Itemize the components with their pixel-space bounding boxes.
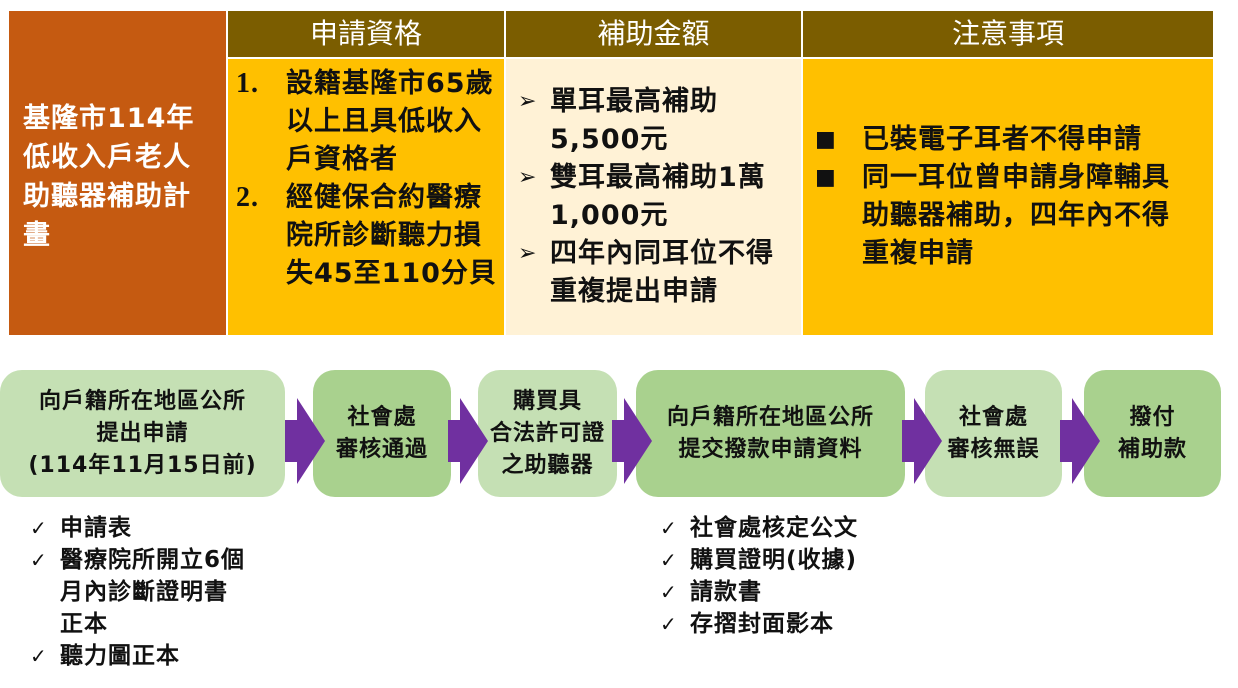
checklist-item: ✓ 社會處核定公文 bbox=[660, 512, 920, 544]
item-number: 1. bbox=[236, 68, 259, 99]
flow-arrow-icon bbox=[612, 398, 652, 484]
step-line: 補助款 bbox=[1117, 436, 1187, 462]
checklist-text: 社會處核定公文 bbox=[690, 515, 858, 541]
amount-text: 單耳最高補助5,500元 bbox=[550, 86, 718, 155]
checklist-item: ✓ 申請表 bbox=[30, 512, 290, 544]
qualification-item: 2. 經健保合約醫療院所診斷聽力損失45至110分貝 bbox=[236, 179, 500, 293]
square-bullet-icon: ■ bbox=[815, 127, 837, 152]
flow-arrow-icon bbox=[902, 398, 942, 484]
checkmark-icon: ✓ bbox=[30, 516, 48, 540]
header-qualifications: 申請資格 bbox=[228, 11, 504, 57]
note-item: ■ 已裝電子耳者不得申請 bbox=[815, 121, 1193, 159]
step-line: 向戶籍所在地區公所 bbox=[38, 388, 246, 414]
note-text: 同一耳位曾申請身障輔具助聽器補助，四年內不得重複申請 bbox=[862, 162, 1170, 269]
checklist-text: 請款書 bbox=[690, 579, 762, 605]
step-line: 購買具 bbox=[512, 388, 582, 414]
checkmark-icon: ✓ bbox=[660, 580, 678, 604]
checkmark-icon: ✓ bbox=[30, 548, 48, 572]
checklist-item: ✓ 存摺封面影本 bbox=[660, 608, 920, 640]
square-bullet-icon: ■ bbox=[815, 165, 837, 190]
step-line: 之助聽器 bbox=[501, 452, 594, 478]
amount-text: 雙耳最高補助1萬1,000元 bbox=[550, 162, 766, 231]
notes-list: ■ 已裝電子耳者不得申請 ■ 同一耳位曾申請身障輔具助聽器補助，四年內不得重複申… bbox=[815, 121, 1193, 273]
checkmark-icon: ✓ bbox=[30, 644, 48, 668]
flow-arrow-icon bbox=[285, 398, 325, 484]
item-number: 2. bbox=[236, 182, 259, 213]
checklist-item: ✓ 請款書 bbox=[660, 576, 920, 608]
flow-arrow-icon bbox=[448, 398, 488, 484]
step-submit-application: 向戶籍所在地區公所 提出申請 (114年11月15日前) bbox=[0, 370, 285, 497]
note-text: 已裝電子耳者不得申請 bbox=[862, 124, 1142, 155]
step-line: 合法許可證 bbox=[489, 420, 605, 446]
step-line: 審核通過 bbox=[335, 436, 428, 462]
checklist-text: 購買證明(收據) bbox=[690, 547, 858, 573]
arrow-bullet-icon: ➢ bbox=[518, 241, 538, 266]
step-submit-payment-docs: 向戶籍所在地區公所 提交撥款申請資料 bbox=[636, 370, 905, 497]
payment-docs-checklist: ✓ 社會處核定公文 ✓ 購買證明(收據) ✓ 請款書 ✓ 存摺封面影本 bbox=[660, 512, 920, 640]
step-line: 社會處 bbox=[958, 404, 1028, 430]
checklist-text: 聽力圖正本 bbox=[60, 643, 180, 669]
flow-arrow-icon bbox=[1060, 398, 1100, 484]
checklist-text: 申請表 bbox=[60, 515, 132, 541]
step-line: 提交撥款申請資料 bbox=[678, 436, 863, 462]
subsidy-amount-cell: ➢ 單耳最高補助5,500元 ➢ 雙耳最高補助1萬1,000元 ➢ 四年內同耳位… bbox=[506, 59, 801, 335]
application-docs-checklist: ✓ 申請表 ✓ 醫療院所開立6個月內診斷證明書正本 ✓ 聽力圖正本 bbox=[30, 512, 290, 672]
step-line: (114年11月15日前) bbox=[28, 452, 257, 478]
step-purchase-hearing-aid: 購買具 合法許可證 之助聽器 bbox=[478, 370, 617, 497]
checklist-text: 存摺封面影本 bbox=[690, 611, 834, 637]
amount-item: ➢ 單耳最高補助5,500元 bbox=[518, 83, 795, 159]
step-review-verified: 社會處 審核無誤 bbox=[925, 370, 1062, 497]
amount-text: 四年內同耳位不得重複提出申請 bbox=[550, 238, 774, 307]
qualification-text: 經健保合約醫療院所診斷聽力損失45至110分貝 bbox=[286, 182, 497, 289]
header-notes: 注意事項 bbox=[803, 11, 1213, 57]
step-line: 撥付 bbox=[1129, 404, 1176, 430]
checkmark-icon: ✓ bbox=[660, 516, 678, 540]
note-item: ■ 同一耳位曾申請身障輔具助聽器補助，四年內不得重複申請 bbox=[815, 159, 1193, 273]
checklist-item: ✓ 購買證明(收據) bbox=[660, 544, 920, 576]
qualification-text: 設籍基隆市65歲以上且具低收入戶資格者 bbox=[286, 68, 494, 175]
step-line: 提出申請 bbox=[96, 420, 189, 446]
checkmark-icon: ✓ bbox=[660, 612, 678, 636]
checklist-text: 醫療院所開立6個月內診斷證明書正本 bbox=[60, 547, 246, 637]
step-disburse-subsidy: 撥付 補助款 bbox=[1084, 370, 1221, 497]
qualifications-list: 1. 設籍基隆市65歲以上且具低收入戶資格者 2. 經健保合約醫療院所診斷聽力損… bbox=[236, 65, 500, 293]
arrow-bullet-icon: ➢ bbox=[518, 165, 538, 190]
qualification-item: 1. 設籍基隆市65歲以上且具低收入戶資格者 bbox=[236, 65, 500, 179]
checklist-item: ✓ 醫療院所開立6個月內診斷證明書正本 bbox=[30, 544, 290, 640]
qualifications-cell: 1. 設籍基隆市65歲以上且具低收入戶資格者 2. 經健保合約醫療院所診斷聽力損… bbox=[228, 59, 504, 335]
step-line: 向戶籍所在地區公所 bbox=[666, 404, 874, 430]
program-title: 基隆市114年低收入戶老人助聽器補助計畫 bbox=[9, 11, 226, 335]
amount-item: ➢ 雙耳最高補助1萬1,000元 bbox=[518, 159, 795, 235]
arrow-bullet-icon: ➢ bbox=[518, 89, 538, 114]
header-subsidy-amount: 補助金額 bbox=[506, 11, 801, 57]
step-line: 審核無誤 bbox=[947, 436, 1040, 462]
step-review-approved: 社會處 審核通過 bbox=[313, 370, 451, 497]
notes-cell: ■ 已裝電子耳者不得申請 ■ 同一耳位曾申請身障輔具助聽器補助，四年內不得重複申… bbox=[803, 59, 1213, 335]
step-line: 社會處 bbox=[347, 404, 417, 430]
checkmark-icon: ✓ bbox=[660, 548, 678, 572]
checklist-item: ✓ 聽力圖正本 bbox=[30, 640, 290, 672]
amount-list: ➢ 單耳最高補助5,500元 ➢ 雙耳最高補助1萬1,000元 ➢ 四年內同耳位… bbox=[518, 83, 795, 311]
amount-item: ➢ 四年內同耳位不得重複提出申請 bbox=[518, 235, 795, 311]
